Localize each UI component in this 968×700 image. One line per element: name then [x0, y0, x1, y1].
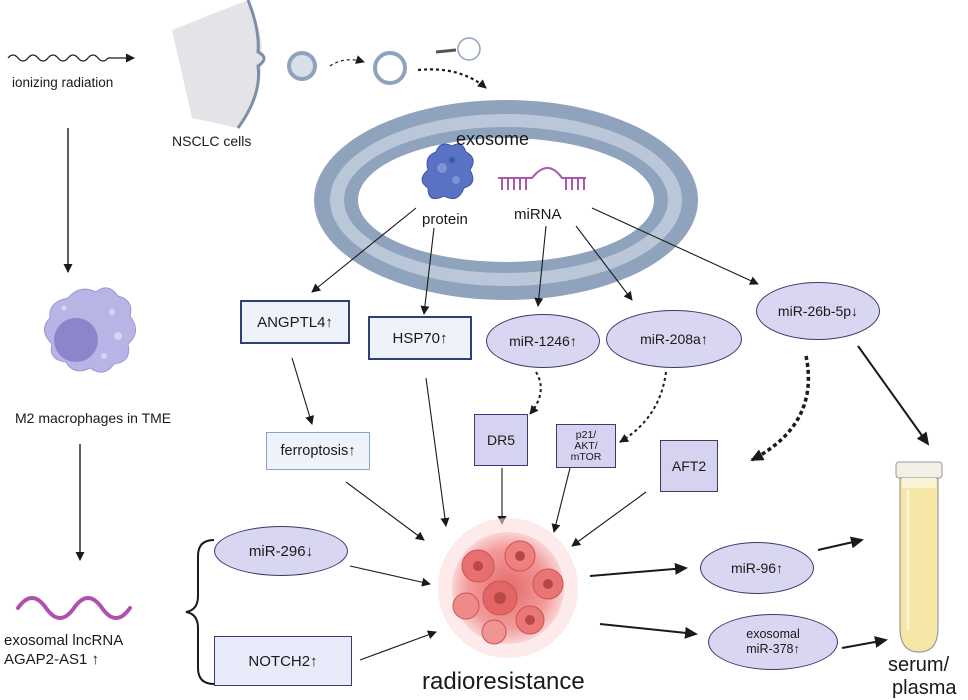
node-mir1246-text: miR-1246↑ — [509, 333, 577, 349]
lncrna-label-line2: AGAP2-AS1 ↑ — [4, 651, 100, 668]
node-mir26b-text: miR-26b-5p↓ — [777, 303, 859, 319]
node-ferroptosis-text: ferroptosis↑ — [280, 443, 356, 459]
macrophage-icon — [44, 287, 136, 373]
lncrna-label-line1: exosomal lncRNA — [4, 632, 124, 649]
mirna-label: miRNA — [514, 206, 562, 223]
arrow-hsp70-to-tumor — [425, 377, 450, 527]
mirna-icon — [498, 167, 586, 190]
arrow-mir208a-to-p21 — [619, 371, 667, 443]
serum-label-line1: serum/ — [888, 654, 950, 676]
arrow-mirna-to-mir26b — [591, 207, 759, 285]
protein-icon — [421, 143, 474, 200]
node-mir378-text-2: miR-378↑ — [746, 642, 800, 656]
arrow-mir296-to-tumor — [349, 565, 431, 587]
exosome-label: exosome — [456, 129, 530, 149]
arrow-mir96-to-serum — [817, 536, 864, 551]
arrow-mir26b-to-serum — [857, 345, 930, 446]
brace-icon — [185, 539, 215, 685]
arrow-vesicle-2 — [417, 68, 487, 89]
wave-icon — [7, 54, 109, 62]
node-hsp70-text: HSP70↑ — [392, 329, 448, 347]
protein-label: protein — [422, 211, 468, 228]
node-p21-text-2: AKT/ — [574, 439, 598, 452]
node-dr5: DR5 — [474, 414, 528, 466]
arrow-mirna-to-mir1246 — [534, 225, 547, 307]
arrow-vesicle-1 — [329, 55, 365, 67]
lncrna-wave-icon — [16, 596, 132, 620]
vesicle-icon — [373, 51, 407, 85]
nsclc-cells-label: NSCLC cells — [172, 133, 252, 149]
arrow-aft2-to-tumor — [571, 491, 647, 547]
arrow-ferroptosis-to-tumor — [345, 481, 425, 541]
arrow-angptl4-to-ferroptosis — [291, 357, 314, 425]
node-mir208a-text: miR-208a↑ — [640, 331, 708, 347]
node-mir208a: miR-208a↑ — [606, 310, 742, 368]
arrow-mir26b-to-aft2 — [750, 355, 811, 462]
node-p21: p21/ AKT/ mTOR — [556, 424, 616, 468]
vesicle-icon — [287, 51, 317, 81]
node-mir378-text-1: exosomal — [746, 627, 800, 641]
arrow-tumor-to-mir96 — [589, 562, 688, 577]
node-angptl4-text: ANGPTL4↑ — [257, 313, 333, 331]
node-mir96: miR-96↑ — [700, 542, 814, 594]
node-mir296: miR-296↓ — [214, 526, 348, 576]
ionizing-radiation-label: ionizing radiation — [12, 75, 114, 90]
test-tube-icon — [895, 461, 943, 653]
node-p21-text-1: p21/ — [575, 428, 597, 441]
arrow-p21-to-tumor — [551, 467, 571, 533]
arrow-mir1246-to-dr5 — [529, 371, 542, 415]
arrow-protein-to-angptl4 — [311, 207, 417, 293]
node-notch2-text: NOTCH2↑ — [248, 652, 318, 670]
node-p21-text-3: mTOR — [570, 450, 602, 463]
node-aft2: AFT2 — [660, 440, 718, 492]
magnifier-icon — [435, 37, 481, 61]
arrow-notch2-to-tumor — [359, 630, 437, 661]
node-notch2: NOTCH2↑ — [214, 636, 352, 686]
serum-label-line2: plasma — [892, 677, 957, 699]
m2-macrophages-label: M2 macrophages in TME — [15, 410, 172, 426]
arrow-tumor-to-mir378 — [599, 623, 698, 639]
node-ferroptosis: ferroptosis↑ — [266, 432, 370, 470]
node-mir1246: miR-1246↑ — [486, 314, 600, 368]
node-mir296-text: miR-296↓ — [248, 542, 314, 560]
arrow-mirna-to-mir208a — [575, 225, 633, 301]
node-angptl4: ANGPTL4↑ — [240, 300, 350, 344]
arrow-mir378-to-serum — [841, 636, 888, 649]
node-mir26b: miR-26b-5p↓ — [756, 282, 880, 340]
radioresistance-label: radioresistance — [422, 668, 585, 695]
node-dr5-text: DR5 — [486, 432, 515, 448]
node-hsp70: HSP70↑ — [368, 316, 472, 360]
exosome-lumen — [358, 138, 654, 262]
arrow-protein-to-hsp70 — [420, 227, 435, 315]
cell-membrane-icon — [172, 0, 266, 129]
node-aft2-text: AFT2 — [671, 458, 707, 474]
node-mir378: exosomal miR-378↑ — [708, 614, 838, 670]
node-mir96-text: miR-96↑ — [730, 560, 784, 576]
tumor-icon — [438, 518, 578, 658]
